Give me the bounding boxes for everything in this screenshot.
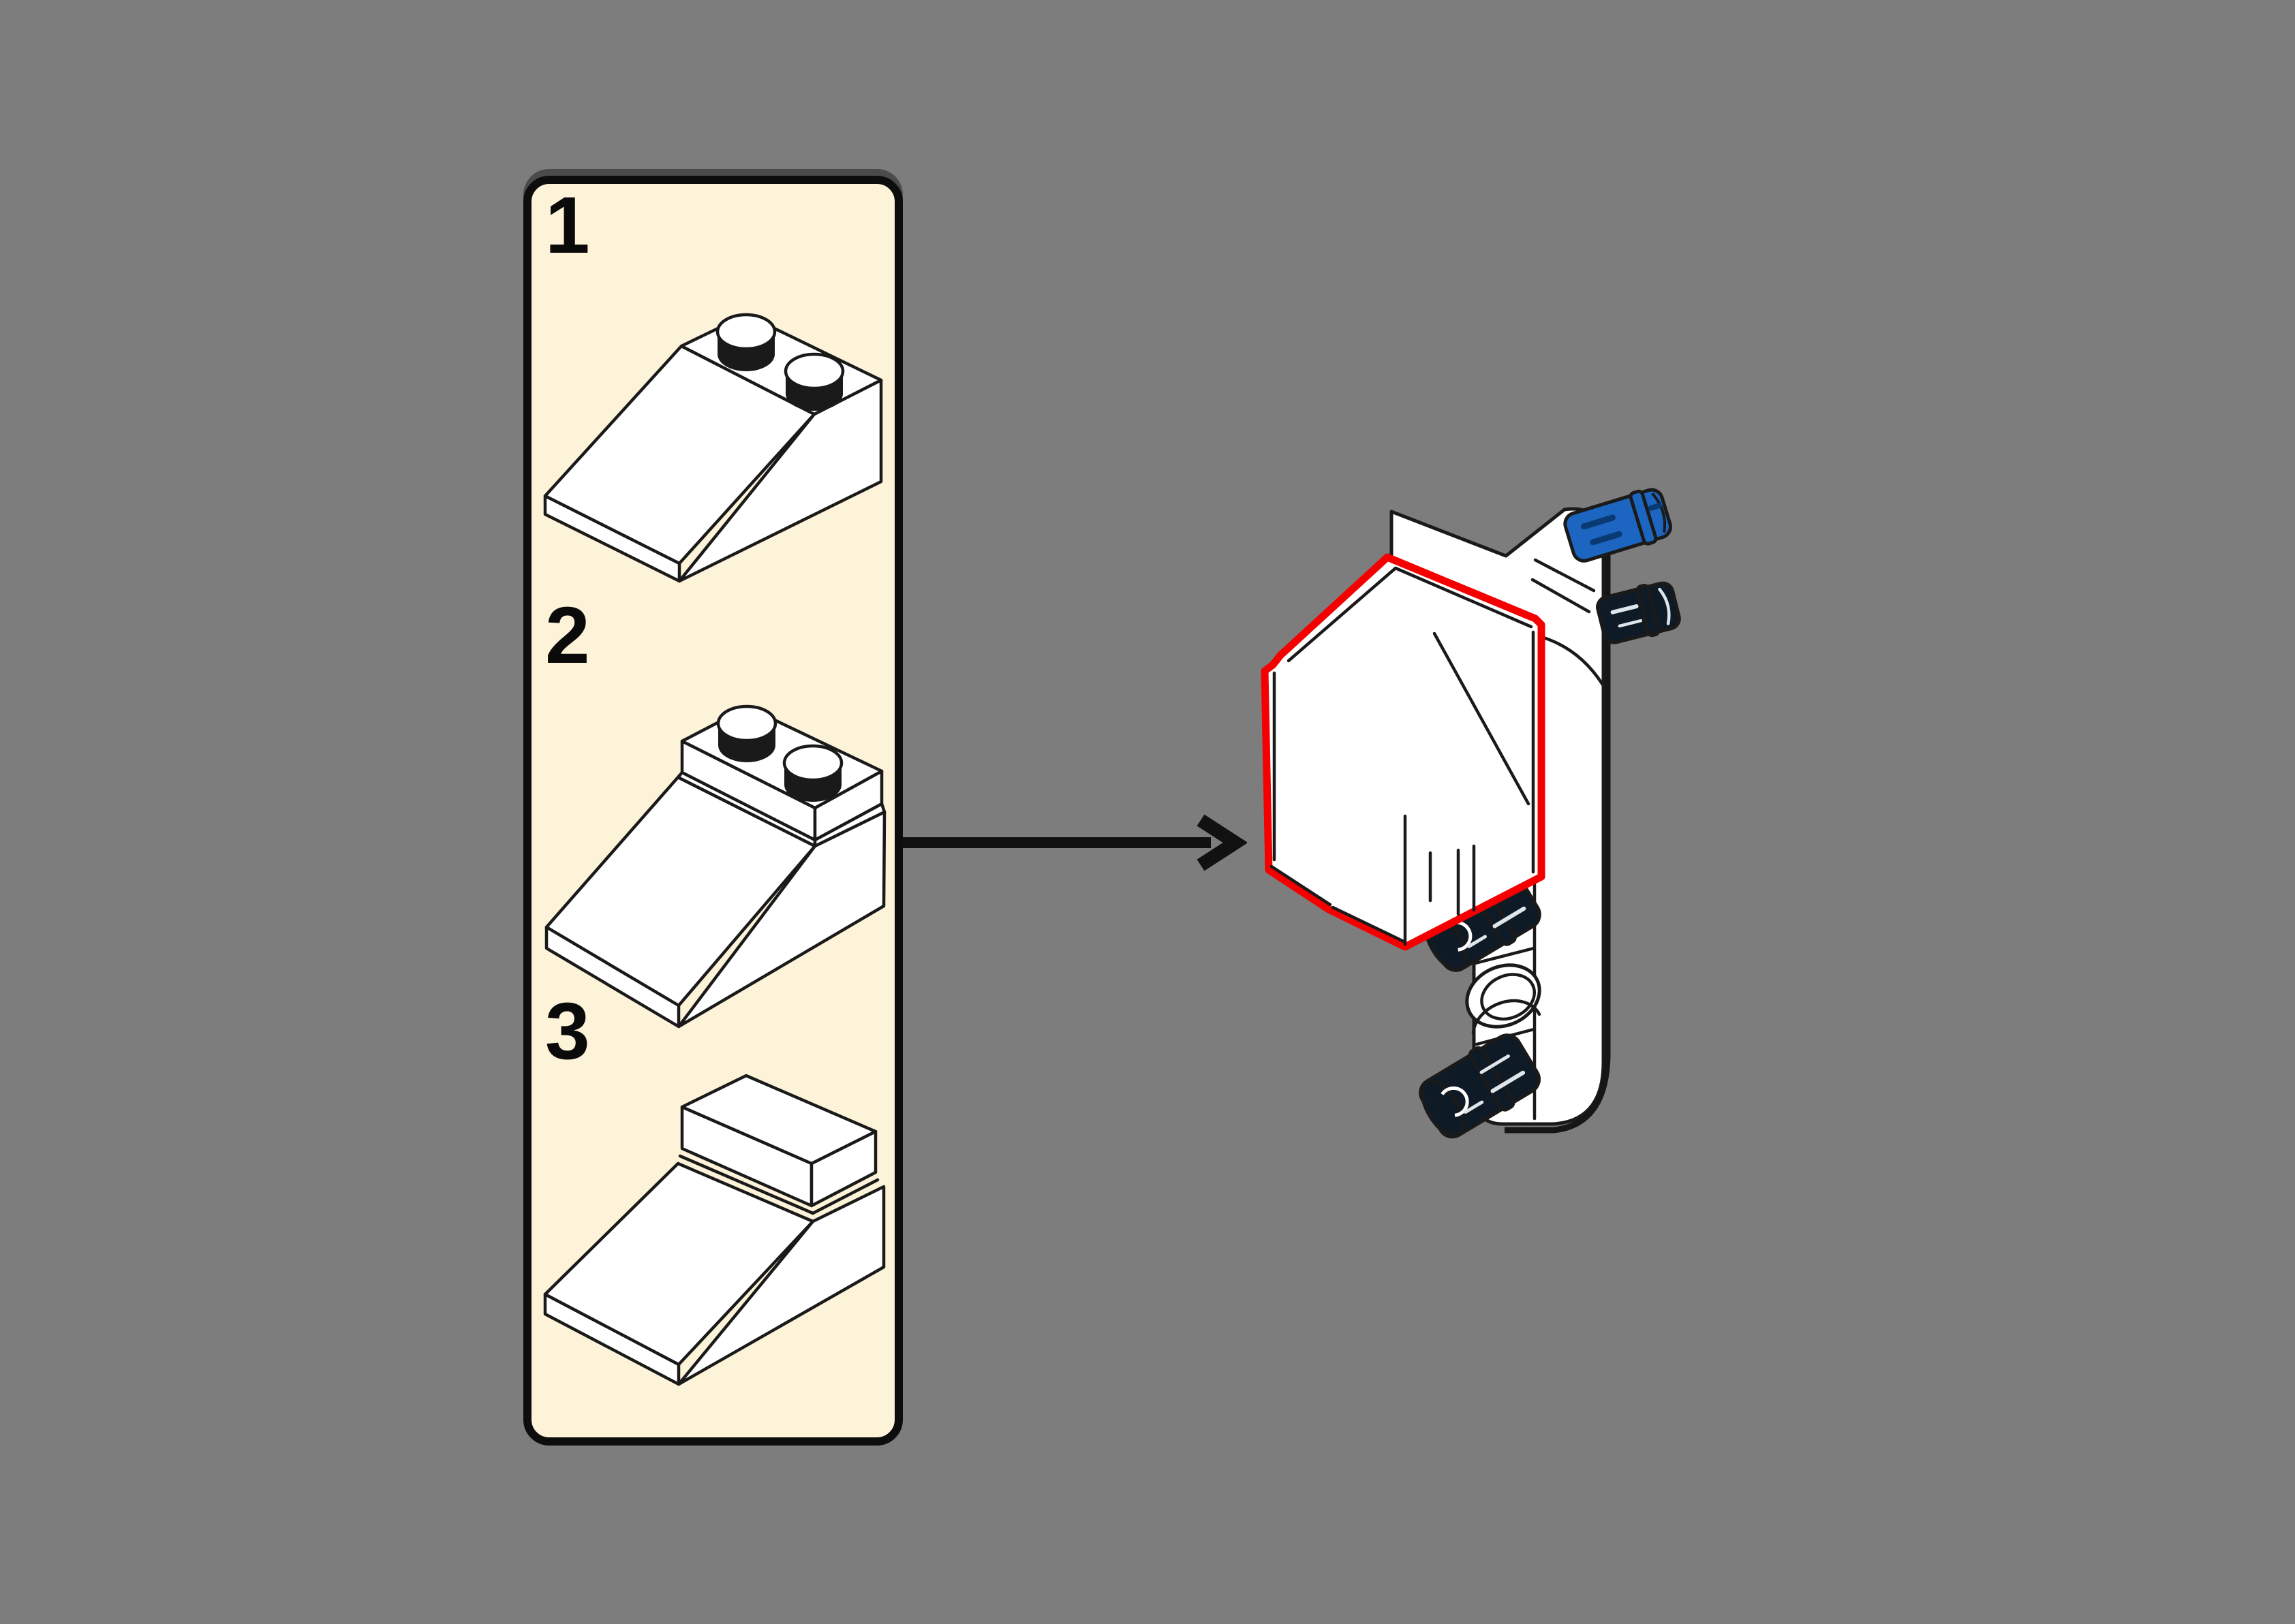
step-1-brick-icon [543, 313, 883, 583]
slope-brick-with-plate [544, 704, 887, 1029]
step-2-brick-icon [544, 704, 887, 1029]
pin-hole-edge [1471, 999, 1541, 1035]
step-3-brick-icon [543, 1074, 886, 1386]
highlighted-slope-piece [1261, 553, 1545, 951]
stud-icon [715, 313, 777, 371]
technic-pin-dark-lower-icon [1419, 1033, 1541, 1139]
technic-pin-blue-icon [1563, 488, 1672, 563]
step-3-label: 3 [545, 986, 590, 1076]
technic-pin-dark-upper-icon [1596, 581, 1681, 644]
callout-arrow-icon [903, 814, 1247, 871]
assembly-illustration [1261, 488, 1681, 1139]
step-2-label: 2 [545, 591, 590, 681]
step-1-label: 1 [545, 181, 590, 270]
stud-icon [716, 704, 777, 762]
slope-brick-2x3 [543, 313, 883, 583]
slope-brick-with-tile [543, 1074, 886, 1386]
stud-icon [782, 744, 844, 802]
stud-icon [784, 352, 845, 411]
